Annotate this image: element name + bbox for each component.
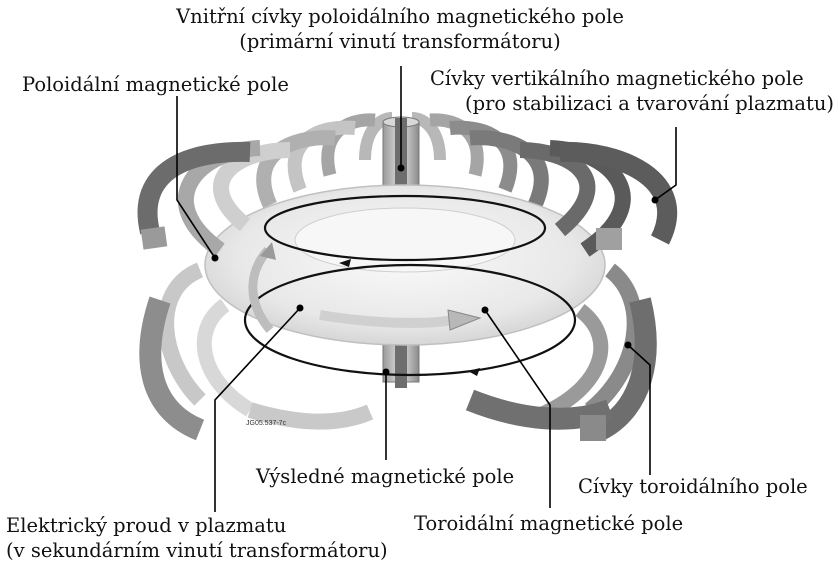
label-toroidal-field: Toroidální magnetické pole <box>414 511 683 536</box>
label-inner-coils-line2: (primární vinutí transformátoru) <box>150 29 650 54</box>
label-vertical-coils-line1: Cívky vertikálního magnetického pole <box>428 66 834 91</box>
label-plasma-current-line2: (v sekundárním vinutí transformátoru) <box>6 538 388 563</box>
label-poloidal-field: Poloidální magnetické pole <box>22 72 289 97</box>
label-inner-coils-line1: Vnitřní cívky poloidálního magnetického … <box>150 4 650 29</box>
label-toroidal-coils: Cívky toroidálního pole <box>578 474 808 499</box>
label-inner-coils: Vnitřní cívky poloidálního magnetického … <box>150 4 650 54</box>
label-plasma-current-line1: Elektrický proud v plazmatu <box>6 513 388 538</box>
figure-credit: JG05.537-7c <box>246 420 286 427</box>
label-vertical-coils-line2: (pro stabilizaci a tvarování plazmatu) <box>428 91 834 116</box>
label-plasma-current: Elektrický proud v plazmatu (v sekundárn… <box>6 513 388 563</box>
label-vertical-coils: Cívky vertikálního magnetického pole (pr… <box>428 66 834 116</box>
label-resulting-field: Výsledné magnetické pole <box>256 464 514 489</box>
